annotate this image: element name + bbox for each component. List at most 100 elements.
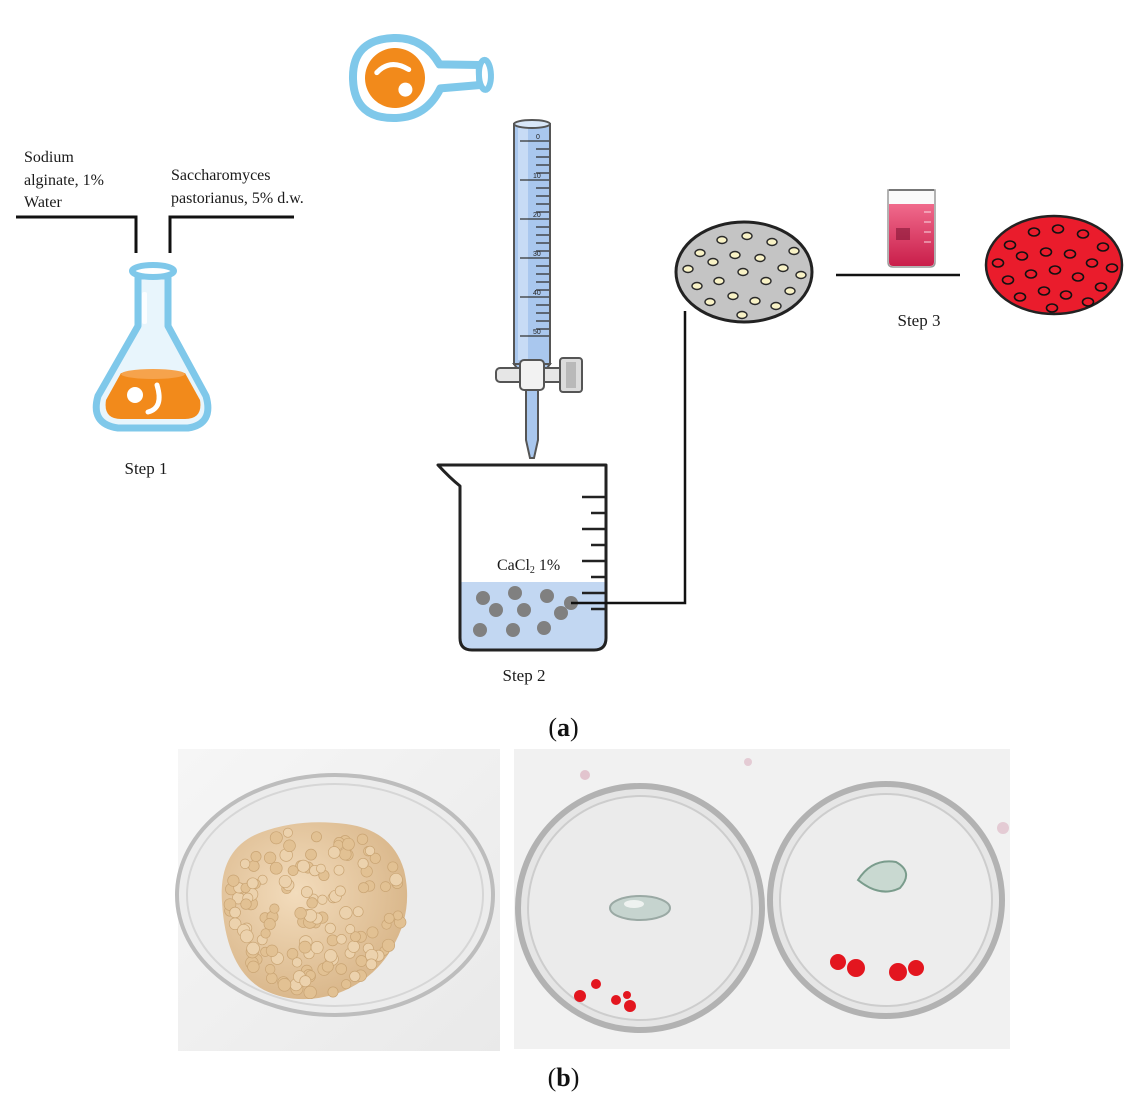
bead	[335, 963, 347, 975]
ingredient-sodium-alginate-line2: alginate, 1%	[24, 172, 104, 189]
ingredient-water: Water	[24, 194, 62, 211]
photo-stained-beads-dishes	[514, 749, 1010, 1049]
caption-a: (a)	[548, 713, 579, 742]
bead	[350, 931, 361, 943]
bead	[269, 831, 283, 845]
bead	[283, 839, 296, 853]
burette-tick-40: 40	[533, 290, 541, 297]
bead	[246, 877, 259, 890]
bead	[358, 882, 370, 894]
ingredient-yeast-line2: pastorianus, 5% d.w.	[171, 190, 304, 207]
bead	[265, 944, 279, 957]
bead	[298, 940, 312, 954]
cacl2-label: CaCl2 1%	[497, 557, 560, 576]
burette-tick-10: 10	[533, 173, 541, 180]
bead	[380, 881, 391, 892]
ingredient-sodium-alginate-line1: Sodium	[24, 149, 74, 166]
feed-line-left	[16, 215, 138, 253]
bead	[324, 949, 338, 963]
bead	[327, 846, 341, 859]
caption-a-letter: a	[557, 713, 570, 742]
bead	[339, 906, 353, 920]
bead	[347, 940, 360, 953]
bead	[316, 863, 326, 874]
bead	[381, 938, 396, 952]
bead	[246, 941, 260, 956]
bead	[324, 922, 336, 934]
bead	[310, 941, 324, 954]
tilted-flask	[349, 34, 494, 122]
bead	[278, 874, 292, 889]
bead	[311, 831, 322, 843]
bead	[263, 918, 276, 931]
bead	[296, 859, 310, 873]
bead	[327, 986, 339, 998]
bead	[240, 898, 252, 910]
bead-texture	[223, 827, 407, 1000]
bead	[239, 858, 251, 869]
bead	[247, 960, 260, 973]
bead	[342, 837, 355, 851]
bead	[294, 907, 307, 920]
bead	[265, 964, 276, 975]
step3-label: Step 3	[898, 311, 941, 330]
bead	[364, 845, 376, 856]
bead	[345, 924, 356, 935]
bead	[269, 903, 280, 914]
bead	[383, 912, 395, 924]
bead	[229, 906, 241, 919]
bead	[286, 948, 299, 960]
bead	[266, 972, 278, 985]
bead	[277, 978, 292, 992]
burette-tick-marks	[520, 140, 549, 337]
bead	[239, 929, 254, 944]
caption-b: (b)	[547, 1063, 580, 1092]
gray-bead-disc	[674, 220, 814, 324]
photo-beads-petri-dish	[175, 749, 500, 1051]
bead	[227, 874, 240, 887]
burette-tick-0: 0	[536, 134, 540, 141]
ingredient-yeast-line1: Saccharomyces	[171, 167, 271, 184]
burette-tick-50: 50	[533, 329, 541, 336]
bead	[321, 960, 334, 973]
burette-tick-30: 30	[533, 251, 541, 258]
bead	[282, 827, 293, 838]
bead	[334, 885, 346, 897]
bead	[317, 894, 328, 905]
bead	[392, 910, 403, 921]
bead	[291, 957, 303, 968]
bead	[260, 928, 271, 939]
bead	[250, 851, 262, 862]
step1-label: Step 1	[125, 459, 168, 478]
bead	[287, 865, 299, 876]
bead	[333, 864, 345, 876]
connector-line	[571, 311, 687, 605]
bead	[387, 861, 399, 873]
bead	[357, 857, 369, 870]
bead	[263, 851, 277, 864]
bead	[341, 979, 352, 990]
bead	[356, 833, 369, 845]
bead	[352, 906, 364, 918]
bead	[355, 955, 368, 967]
bead	[349, 970, 361, 982]
gel-beads	[473, 586, 578, 637]
burette-tick-20: 20	[533, 212, 541, 219]
burette: 0 10 20 30 40 50	[495, 119, 583, 459]
beaker: CaCl2 1% Step 2	[436, 311, 687, 685]
stain-beaker	[887, 189, 936, 268]
bead	[299, 975, 312, 988]
feed-line-right	[168, 215, 294, 253]
red-stained-disc	[984, 214, 1124, 316]
step3-group: Step 3	[674, 189, 1124, 330]
bead	[365, 958, 378, 971]
bead	[228, 917, 242, 931]
bead	[336, 934, 347, 945]
stopcock	[495, 357, 583, 393]
bead	[303, 985, 317, 1000]
caption-b-letter: b	[556, 1063, 571, 1092]
step1-group: Sodium alginate, 1% Water Saccharomyces …	[16, 149, 304, 478]
bead	[366, 926, 379, 939]
bead	[389, 872, 403, 887]
